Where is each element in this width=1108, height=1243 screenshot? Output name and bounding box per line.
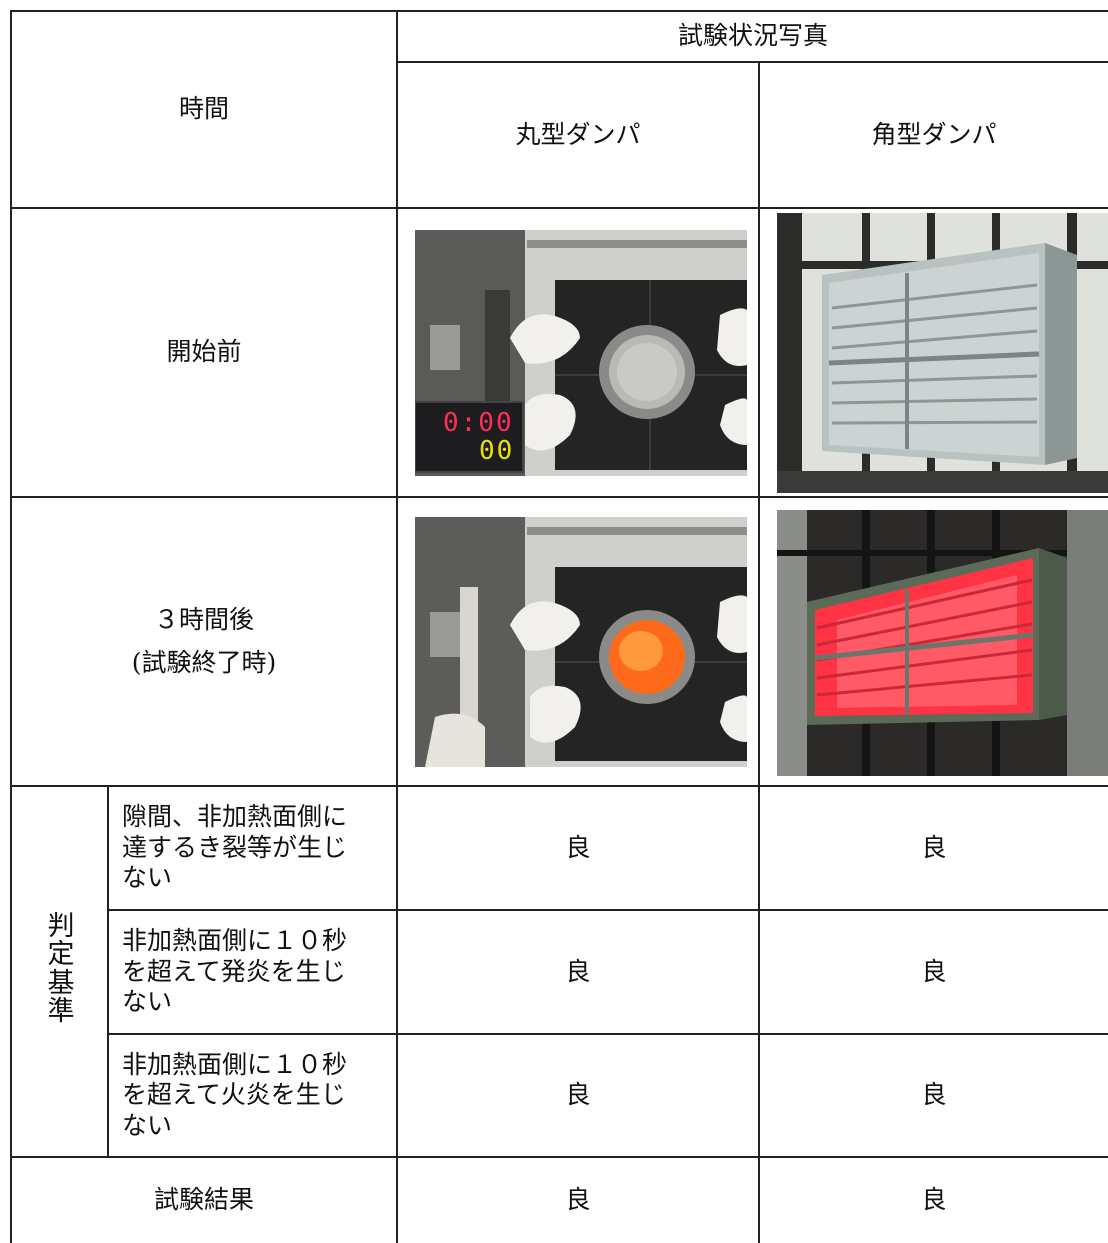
criterion-3-line-2: を超えて火炎を生じ — [122, 1080, 346, 1110]
criterion-2-line-1: 非加熱面側に１０秒 — [122, 926, 348, 956]
photo-round-after — [415, 517, 747, 767]
criterion-3-line-3: ない — [122, 1110, 173, 1140]
criterion-1-line-2: 達するき裂等が生じ — [122, 832, 348, 862]
photo-square-after — [777, 510, 1108, 776]
criterion-1-line-3: ない — [122, 863, 173, 893]
row-after-line1: ３時間後 — [153, 605, 254, 634]
rule-crit2-bottom — [107, 1033, 1108, 1035]
row-after-line2: (試験終了時) — [131, 647, 277, 677]
timer-display-bottom: 00 — [479, 436, 515, 466]
result-label: 試験結果 — [153, 1185, 254, 1215]
row-before-label: 開始前 — [166, 337, 242, 367]
criterion-2-square-result: 良 — [921, 956, 947, 986]
criterion-1-round-result: 良 — [565, 832, 591, 862]
rule-crit1-bottom — [107, 909, 1108, 911]
rule-col1 — [396, 10, 398, 1243]
header-round-damper: 丸型ダンパ — [515, 119, 641, 149]
criterion-2-text: 非加熱面側に１０秒 を超えて発炎を生じ ない — [122, 911, 392, 1033]
criterion-1-square-result: 良 — [921, 832, 947, 862]
rule-left — [10, 10, 12, 1243]
criterion-3-line-1: 非加熱面側に１０秒 — [122, 1049, 348, 1079]
header-time: 時間 — [178, 94, 229, 124]
criterion-1-line-1: 隙間、非加熱面側に — [122, 802, 348, 832]
rule-criteria-bottom — [10, 1156, 1108, 1158]
criterion-2-round-result: 良 — [565, 956, 591, 986]
rule-criteria-split — [107, 785, 109, 1157]
header-square-damper: 角型ダンパ — [871, 119, 997, 149]
rule-header-bottom — [10, 207, 1108, 209]
header-photo-group: 試験状況写真 — [677, 21, 828, 51]
result-round: 良 — [565, 1185, 591, 1215]
rule-before-bottom — [10, 496, 1108, 498]
result-square: 良 — [921, 1185, 947, 1215]
row-after-label: ３時間後 (試験終了時) — [12, 498, 396, 785]
timer-display-top: 0:00 — [443, 408, 514, 438]
photo-round-before: 0:00 00 — [415, 230, 747, 476]
rule-photo-group — [396, 61, 1108, 63]
criterion-2-line-2: を超えて発炎を生じ — [122, 956, 346, 986]
rule-col2 — [758, 61, 760, 1243]
criterion-3-text: 非加熱面側に１０秒 を超えて火炎を生じ ない — [122, 1035, 392, 1156]
criterion-3-square-result: 良 — [921, 1080, 947, 1110]
criteria-group-label: 判定基準 — [47, 911, 75, 1028]
photo-square-before — [777, 213, 1108, 493]
criterion-3-round-result: 良 — [565, 1080, 591, 1110]
criterion-1-text: 隙間、非加熱面側に 達するき裂等が生じ ない — [122, 787, 392, 909]
rule-top — [10, 10, 1108, 12]
criterion-2-line-3: ない — [122, 987, 173, 1017]
rule-after-bottom — [10, 785, 1108, 787]
